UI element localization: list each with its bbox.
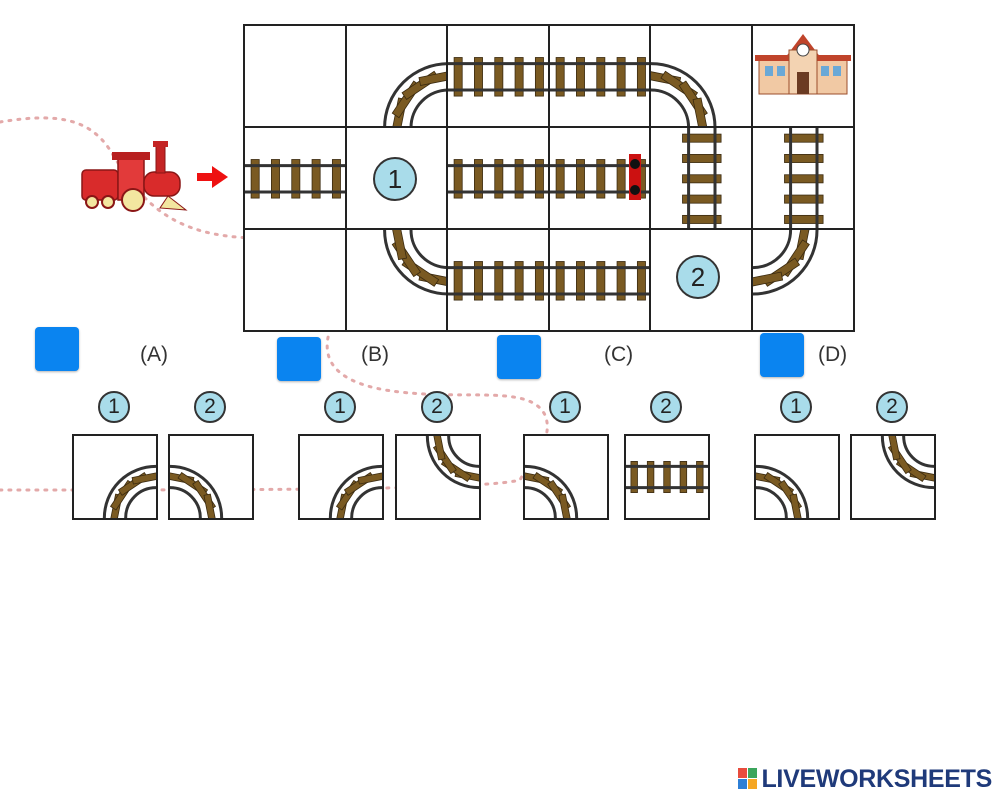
track-curve-br	[102, 464, 156, 518]
track-curve-bl	[756, 464, 810, 518]
option-label-2: (C)	[604, 343, 634, 366]
grid-cell-0-3	[547, 24, 652, 128]
track-curve-tr	[425, 436, 479, 490]
track-straight-h	[549, 261, 652, 301]
track-straight-h	[245, 159, 347, 199]
grid-cell-2-0	[243, 228, 347, 332]
answer-box-2[interactable]	[497, 335, 541, 379]
track-straight-h	[448, 159, 550, 199]
grid-cell-2-3	[547, 228, 652, 332]
track-straight-v	[784, 128, 824, 230]
track-curve-tr	[382, 230, 449, 296]
track-straight-h	[448, 57, 550, 97]
grid-cell-1-2	[446, 126, 550, 230]
option-1-number-1: 2	[421, 391, 453, 423]
track-curve-bl	[651, 62, 717, 128]
grid-cell-2-1	[344, 228, 449, 332]
option-0-number-0: 1	[98, 391, 130, 423]
answer-box-0[interactable]	[35, 327, 79, 371]
answer-box-3[interactable]	[760, 333, 804, 377]
liveworksheets-logo-icon	[738, 768, 758, 789]
grid-cell-2-2	[446, 228, 550, 332]
track-straight-v	[682, 128, 722, 230]
option-2-piece-0[interactable]	[523, 434, 609, 520]
grid-cell-0-0	[243, 24, 347, 128]
option-3-number-1: 2	[876, 391, 908, 423]
liveworksheets-logo: LIVEWORKSHEETS	[738, 765, 992, 794]
track-straight-h	[626, 461, 708, 493]
option-0-number-1: 2	[194, 391, 226, 423]
option-label-3: (D)	[818, 343, 848, 366]
track-straight-h	[448, 261, 550, 301]
option-0-piece-1[interactable]	[168, 434, 254, 520]
answer-box-1[interactable]	[277, 337, 321, 381]
option-2-piece-1[interactable]	[624, 434, 710, 520]
option-2-number-0: 1	[549, 391, 581, 423]
grid-marker-2: 2	[676, 255, 720, 299]
track-curve-br	[382, 62, 449, 128]
track-curve-tr	[880, 436, 934, 490]
train-station-icon	[755, 34, 851, 95]
grid-cell-2-5	[751, 228, 855, 332]
track-curve-bl	[525, 464, 579, 518]
option-2-number-1: 2	[650, 391, 682, 423]
option-1-number-0: 1	[324, 391, 356, 423]
track-curve-tl	[753, 230, 819, 296]
arrow-right-icon	[197, 166, 228, 188]
buffer-stop-icon	[629, 154, 641, 200]
option-3-number-0: 1	[780, 391, 812, 423]
option-1-piece-1[interactable]	[395, 434, 481, 520]
option-3-piece-1[interactable]	[850, 434, 936, 520]
brand-text: LIVEWORKSHEETS	[761, 765, 992, 793]
option-0-piece-0[interactable]	[72, 434, 158, 520]
grid-cell-1-4	[649, 126, 753, 230]
grid-cell-1-0	[243, 126, 347, 230]
grid-cell-1-5	[751, 126, 855, 230]
option-3-piece-0[interactable]	[754, 434, 840, 520]
option-label-1: (B)	[361, 343, 389, 366]
option-1-piece-0[interactable]	[298, 434, 384, 520]
track-curve-bl	[170, 464, 224, 518]
grid-cell-0-1	[344, 24, 449, 128]
option-label-0: (A)	[140, 343, 168, 366]
track-straight-h	[549, 57, 652, 97]
grid-cell-0-2	[446, 24, 550, 128]
train-icon	[81, 141, 188, 212]
track-curve-br	[328, 464, 382, 518]
grid-cell-0-4	[649, 24, 753, 128]
grid-marker-1: 1	[373, 157, 417, 201]
